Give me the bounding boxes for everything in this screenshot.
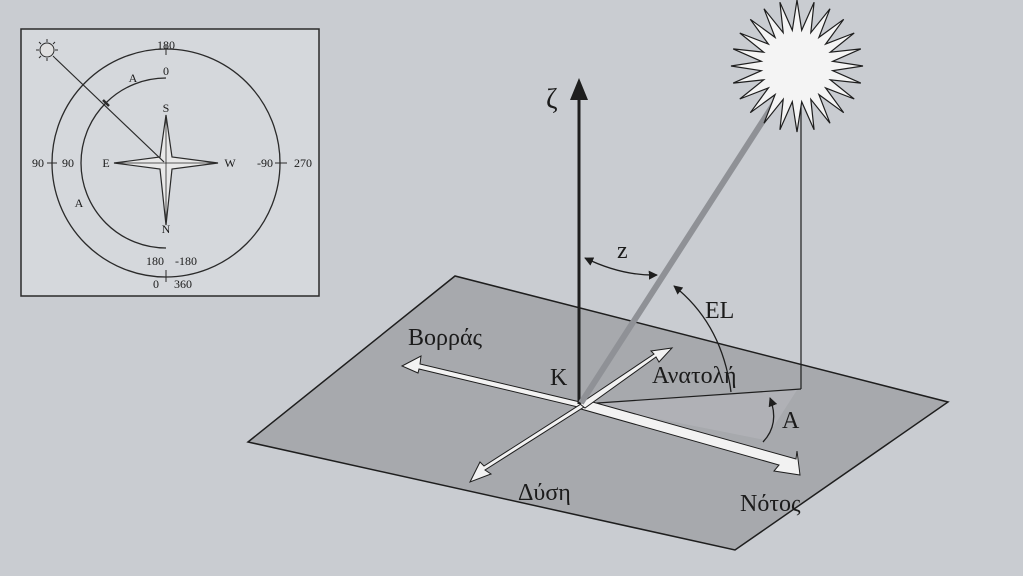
inset-label-minus180-bottom: -180 [175, 254, 197, 268]
elevation-angle-arc [673, 285, 732, 393]
projection-shade [583, 390, 797, 440]
inset-label-w: W [224, 156, 236, 170]
sun-icon [730, 0, 864, 133]
inset-label-n: N [162, 222, 171, 236]
inset-label-270: 270 [294, 156, 312, 170]
inset-inner-arc [80, 77, 167, 249]
inset-label-180-bottom: 180 [146, 254, 164, 268]
inset-label-e: E [102, 156, 109, 170]
inset-label-360-bottom: 360 [174, 277, 192, 291]
label-south: Νότος [740, 491, 801, 517]
inset-label-a-left: A [75, 196, 84, 210]
label-el: EL [705, 298, 734, 324]
sun-direction-line [54, 57, 165, 163]
inset-label-minus90: -90 [257, 156, 273, 170]
label-z: z [617, 238, 628, 264]
inset-label-180-top: 180 [157, 38, 175, 52]
arrow-north [400, 355, 586, 409]
azimuth-angle-arc [762, 397, 778, 443]
sun-ray [578, 66, 800, 405]
label-k: K [550, 365, 568, 391]
sun-line-marker [102, 99, 110, 107]
label-zeta: ζ [546, 84, 558, 115]
inset-compass-diagram: 180 0 S A 90 90 E W -90 270 A N 180 -180… [20, 28, 320, 297]
zenith-arrowhead [570, 78, 588, 100]
arrow-west [468, 399, 590, 483]
arrow-east [579, 347, 674, 409]
inset-label-90-inner: 90 [62, 156, 74, 170]
sun-projection-line [582, 388, 802, 405]
zenith-angle-arc [584, 257, 658, 280]
inset-label-a-top: A [129, 71, 138, 85]
label-east: Ανατολή [652, 363, 737, 389]
label-a: A [782, 408, 800, 434]
sun-rays-icon [730, 0, 864, 133]
small-sun-icon [36, 39, 58, 61]
inset-label-0-top: 0 [163, 64, 169, 78]
label-north: Βορράς [408, 325, 483, 351]
inset-label-90-outer: 90 [32, 156, 44, 170]
inset-label-s: S [163, 101, 170, 115]
label-west: Δύση [518, 480, 571, 506]
inset-label-0-bottom: 0 [153, 277, 159, 291]
arrow-south [580, 400, 801, 476]
